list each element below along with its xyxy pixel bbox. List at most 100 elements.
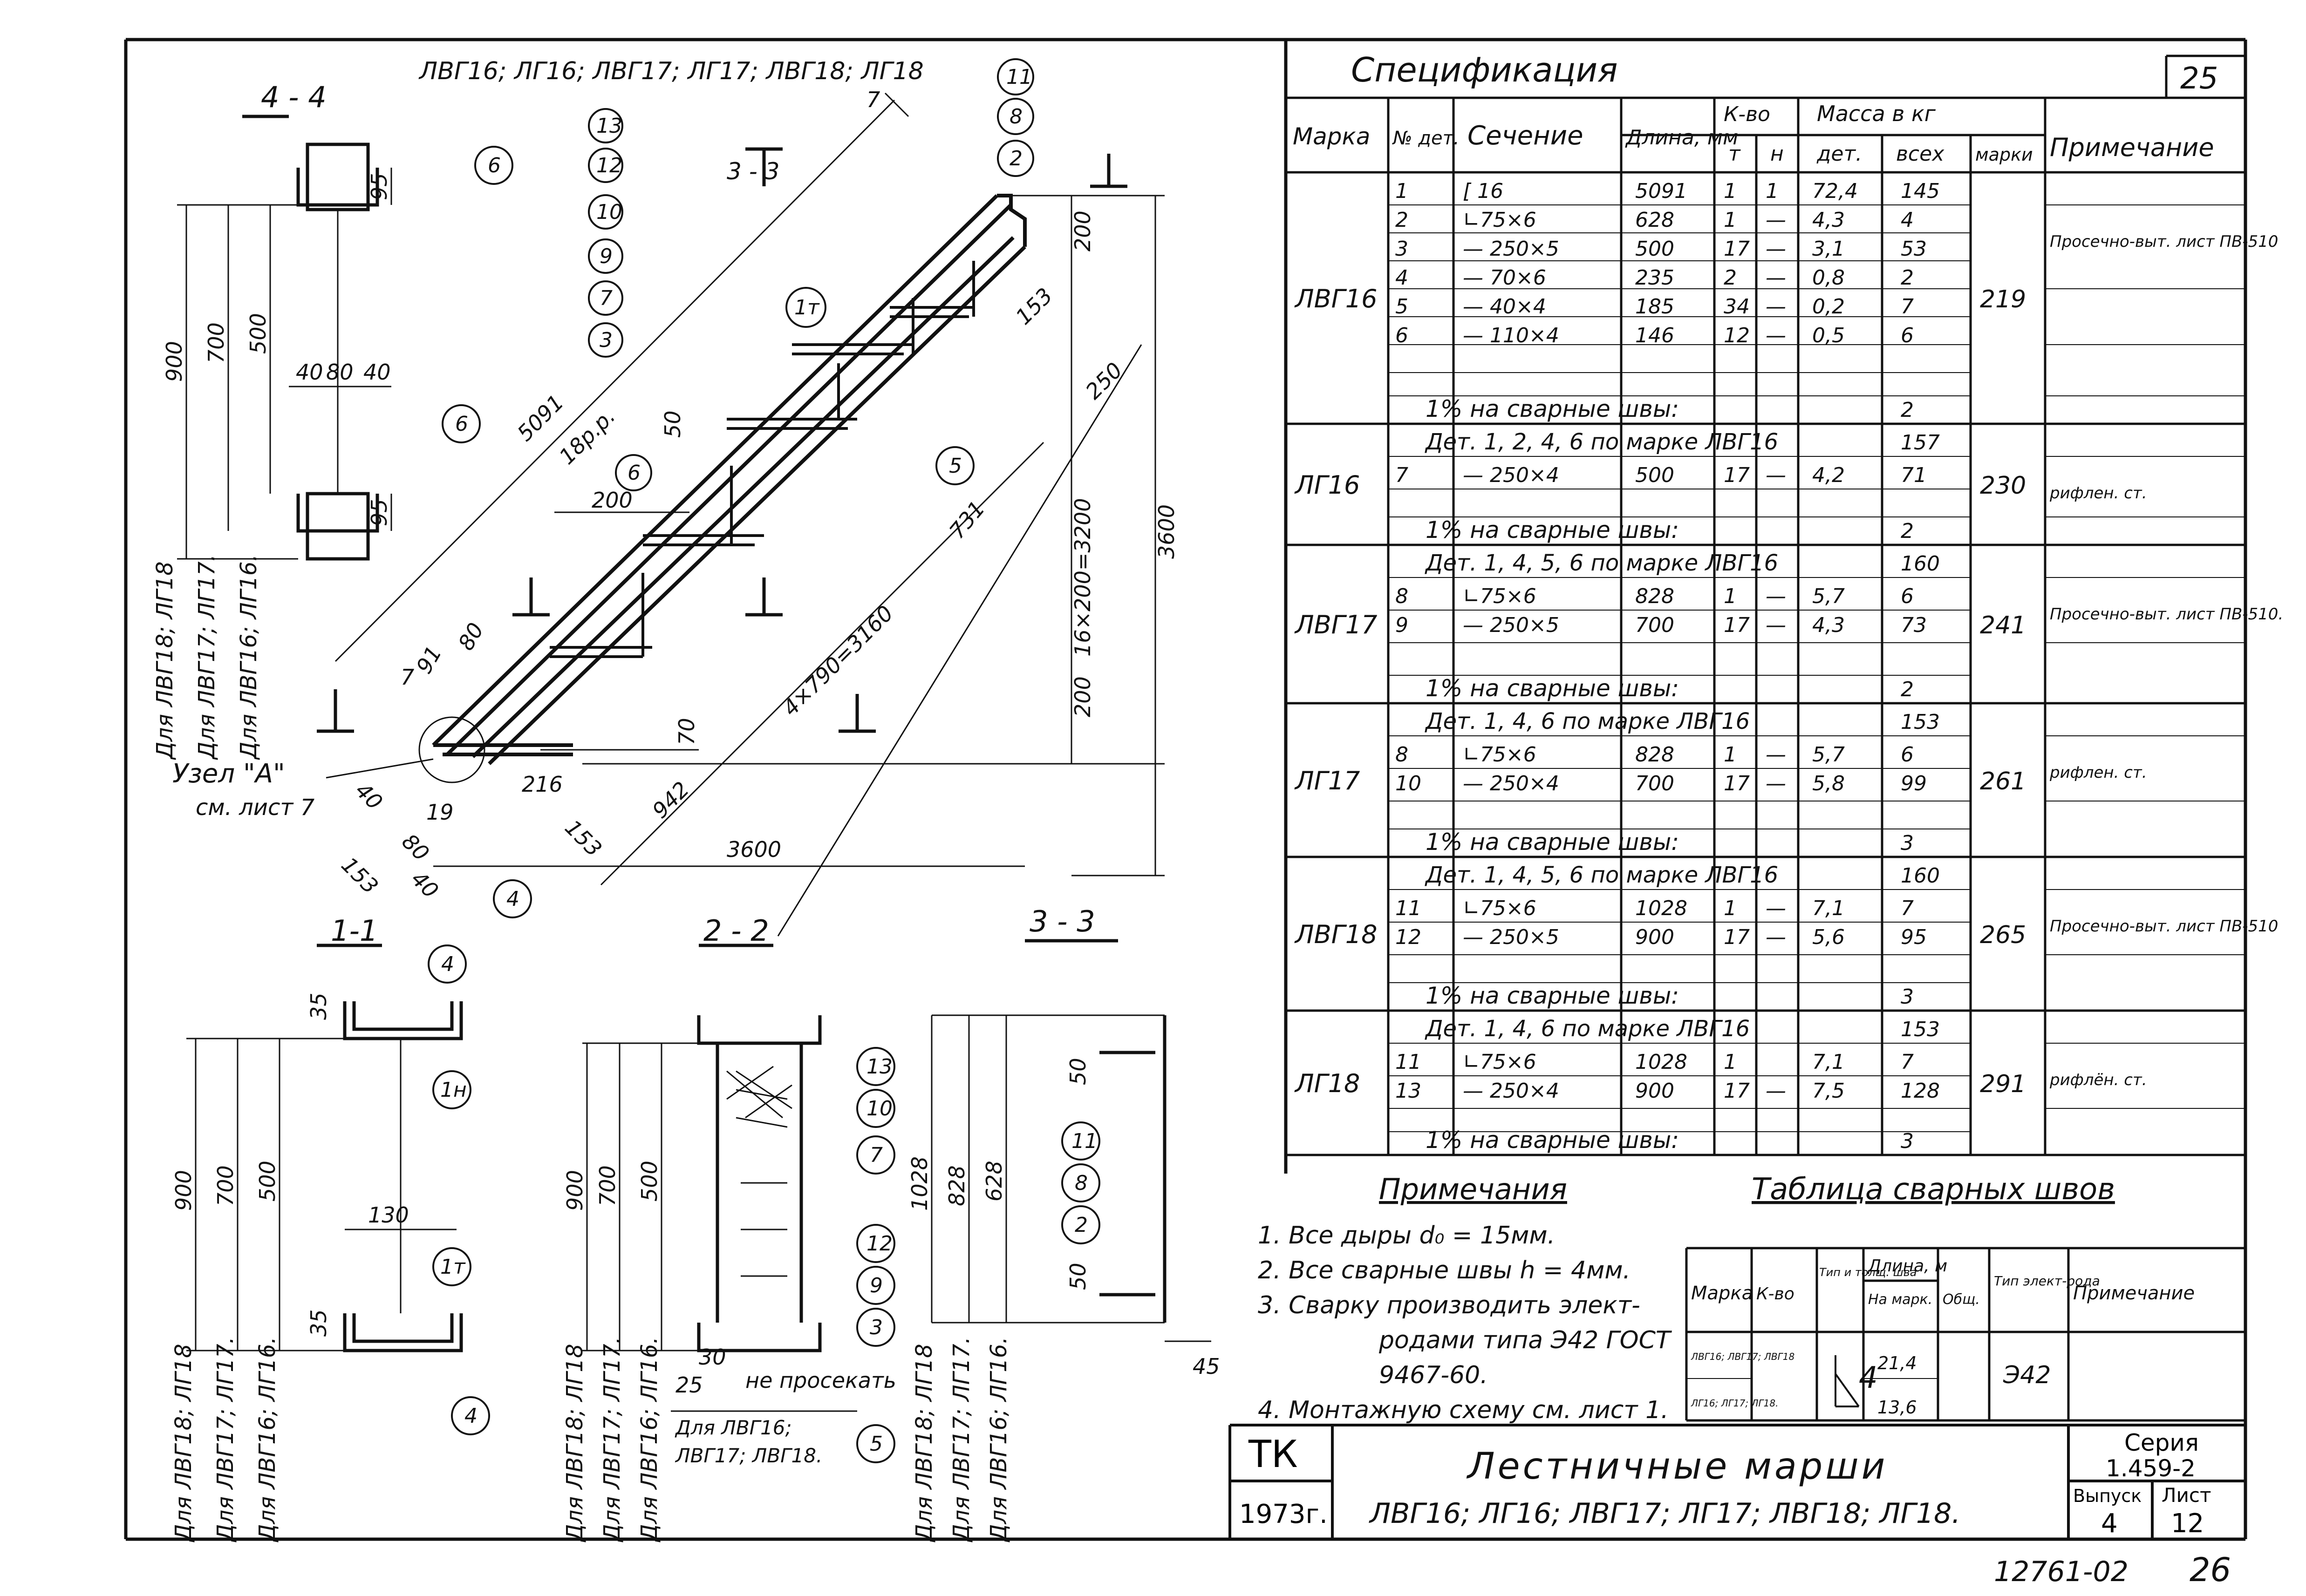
dim-153-b: 153	[336, 852, 383, 899]
for-17-33: Для ЛВГ17; ЛГ17.	[948, 1337, 975, 1542]
dim-19: 19	[426, 800, 454, 825]
spec-group-head: Дет. 1, 4, 5, 6 по марке ЛВГ16	[1425, 550, 1778, 576]
spec-cell: 5,6	[1812, 925, 1845, 949]
spec-cell: 1	[1724, 1050, 1737, 1074]
note-item: 1. Все дыры d₀ = 15мм.	[1258, 1222, 1555, 1250]
spec-note: рифлен. ст.	[2049, 763, 2147, 782]
notes-title: Примечания	[1379, 1172, 1567, 1206]
spec-cell: 7	[1395, 463, 1408, 487]
spec-mark: ЛВГ16	[1294, 284, 1377, 313]
weld-h-el: Тип элект-рода	[1994, 1273, 2100, 1289]
note-item: 2. Все сварные швы h = 4мм.	[1258, 1256, 1631, 1284]
spec-weld-row: 1% на сварные швы:	[1426, 829, 1679, 856]
hdr-note: Примечание	[2050, 133, 2214, 162]
for-lvg-b: ЛВГ17; ЛВГ18.	[675, 1444, 822, 1467]
spec-group-head-mass: 157	[1901, 431, 1940, 455]
hdr-length: Длина, мм	[1625, 126, 1738, 149]
spec-group-head: Дет. 1, 4, 6 по марке ЛВГ16	[1425, 708, 1750, 734]
for-18-11: Для ЛВГ18; ЛГ18	[171, 1344, 197, 1543]
spec-cell: 17	[1724, 925, 1750, 949]
spec-cell: 1	[1724, 896, 1737, 920]
spec-cell: 7	[1901, 1050, 1914, 1074]
dim-500-11: 500	[255, 1161, 280, 1202]
spec-cell: 72,4	[1812, 179, 1858, 203]
spec-cell: 73	[1901, 613, 1927, 637]
spec-cell: 0,2	[1812, 295, 1845, 319]
dim-900-22: 900	[562, 1170, 587, 1211]
dim-900-44: 900	[162, 341, 187, 382]
no-cut-label: не просекать	[745, 1368, 896, 1393]
spec-cell: [ 16	[1463, 179, 1503, 203]
callout-12b: 12	[866, 1232, 893, 1256]
inventory-number: 12761-02	[1994, 1555, 2129, 1588]
dim-18pp: 18р.р.	[554, 403, 621, 469]
spec-cell: 1	[1766, 179, 1779, 203]
spec-weld-mass: 3	[1901, 985, 1914, 1009]
spec-mark-mass: 241	[1980, 611, 2026, 639]
inventory-page: 26	[2190, 1551, 2231, 1589]
spec-cell: —	[1766, 237, 1786, 261]
dim-91: 91	[411, 642, 447, 678]
weld-h-type: Тип и толщ. шва	[1819, 1266, 1917, 1279]
spec-cell: 4	[1395, 266, 1408, 290]
spec-group-head-mass: 153	[1901, 710, 1940, 734]
spec-cell: 828	[1635, 743, 1674, 767]
spec-cell: 2	[1395, 208, 1408, 232]
callout-6b: 6	[455, 412, 468, 436]
hdr-mass-all: всех	[1896, 142, 1944, 166]
spec-mark: ЛВГ17	[1294, 610, 1377, 639]
spec-headers: Марка № дет. Сечение Длина, мм К-во т н …	[1293, 101, 2214, 166]
spec-weld-mass: 2	[1901, 519, 1914, 543]
dim-80-s: 80	[326, 360, 354, 385]
spec-cell: 145	[1901, 179, 1940, 203]
hdr-mark: Марка	[1293, 123, 1370, 150]
for-16-44: Для ЛВГ16; ЛГ16.	[236, 554, 262, 760]
section-2-2	[582, 944, 857, 1412]
spec-cell: —	[1766, 463, 1786, 487]
callout-6a: 6	[488, 154, 501, 177]
for-labels: Для ЛВГ18; ЛГ18 Для ЛВГ17; ЛГ17. Для ЛВГ…	[152, 554, 1012, 1542]
callout-4c: 4	[464, 1404, 478, 1428]
spec-cell: 4,3	[1812, 208, 1845, 232]
spec-cell: 828	[1635, 584, 1674, 608]
spec-note: Просечно-выт. лист ПВ-510	[2050, 232, 2278, 251]
for-16-22: Для ЛВГ16; ЛГ16.	[636, 1337, 662, 1542]
spec-cell: ∟75×6	[1463, 584, 1536, 608]
for-16-11: Для ЛВГ16; ЛГ16.	[254, 1337, 280, 1542]
for-16-33: Для ЛВГ16; ЛГ16.	[986, 1337, 1012, 1542]
spec-cell: 6	[1901, 584, 1914, 608]
weld-h-qty: К-во	[1756, 1284, 1794, 1304]
section-2-2-title: 2 - 2	[703, 914, 769, 948]
for-18-33: Для ЛВГ18; ЛГ18	[911, 1344, 937, 1543]
weld-table-text: Марка К-во Тип и толщ. шва Длина, м На м…	[1691, 1256, 2195, 1418]
dim-40-b: 40	[406, 866, 443, 903]
node-a-ref: см. лист 7	[196, 795, 315, 821]
spec-cell: —	[1766, 743, 1786, 767]
dim-40-s1: 40	[296, 360, 323, 385]
dim-80: 80	[453, 618, 489, 655]
callout-2: 2	[1010, 147, 1023, 170]
callout-12: 12	[596, 154, 622, 177]
spec-cell: 6	[1901, 743, 1914, 767]
spec-cell: 5	[1395, 295, 1408, 319]
dim-45: 45	[1193, 1354, 1220, 1379]
spec-cell: 900	[1635, 925, 1674, 949]
spec-cell: — 110×4	[1463, 324, 1559, 347]
dim-30: 30	[699, 1345, 726, 1370]
spec-cell: 12	[1724, 324, 1750, 347]
weld-thickness: 4	[1859, 1361, 1878, 1395]
dim-7-top: 7	[866, 87, 880, 112]
weld-h-note: Примечание	[2073, 1283, 2195, 1304]
spec-cell: ∟75×6	[1463, 208, 1536, 232]
callout-8b: 8	[1075, 1171, 1088, 1195]
dim-40: 40	[350, 778, 388, 815]
hdr-t: т	[1728, 142, 1741, 166]
spec-cell: — 250×5	[1463, 237, 1559, 261]
dim-700-11: 700	[213, 1165, 238, 1206]
spec-mark: ЛГ17	[1294, 766, 1360, 795]
spec-note: рифлен. ст.	[2049, 484, 2147, 503]
spec-cell: 500	[1635, 463, 1674, 487]
stamp-sheet-value: 12	[2171, 1508, 2204, 1539]
spec-cell: 17	[1724, 463, 1750, 487]
spec-cell: 1	[1724, 743, 1737, 767]
